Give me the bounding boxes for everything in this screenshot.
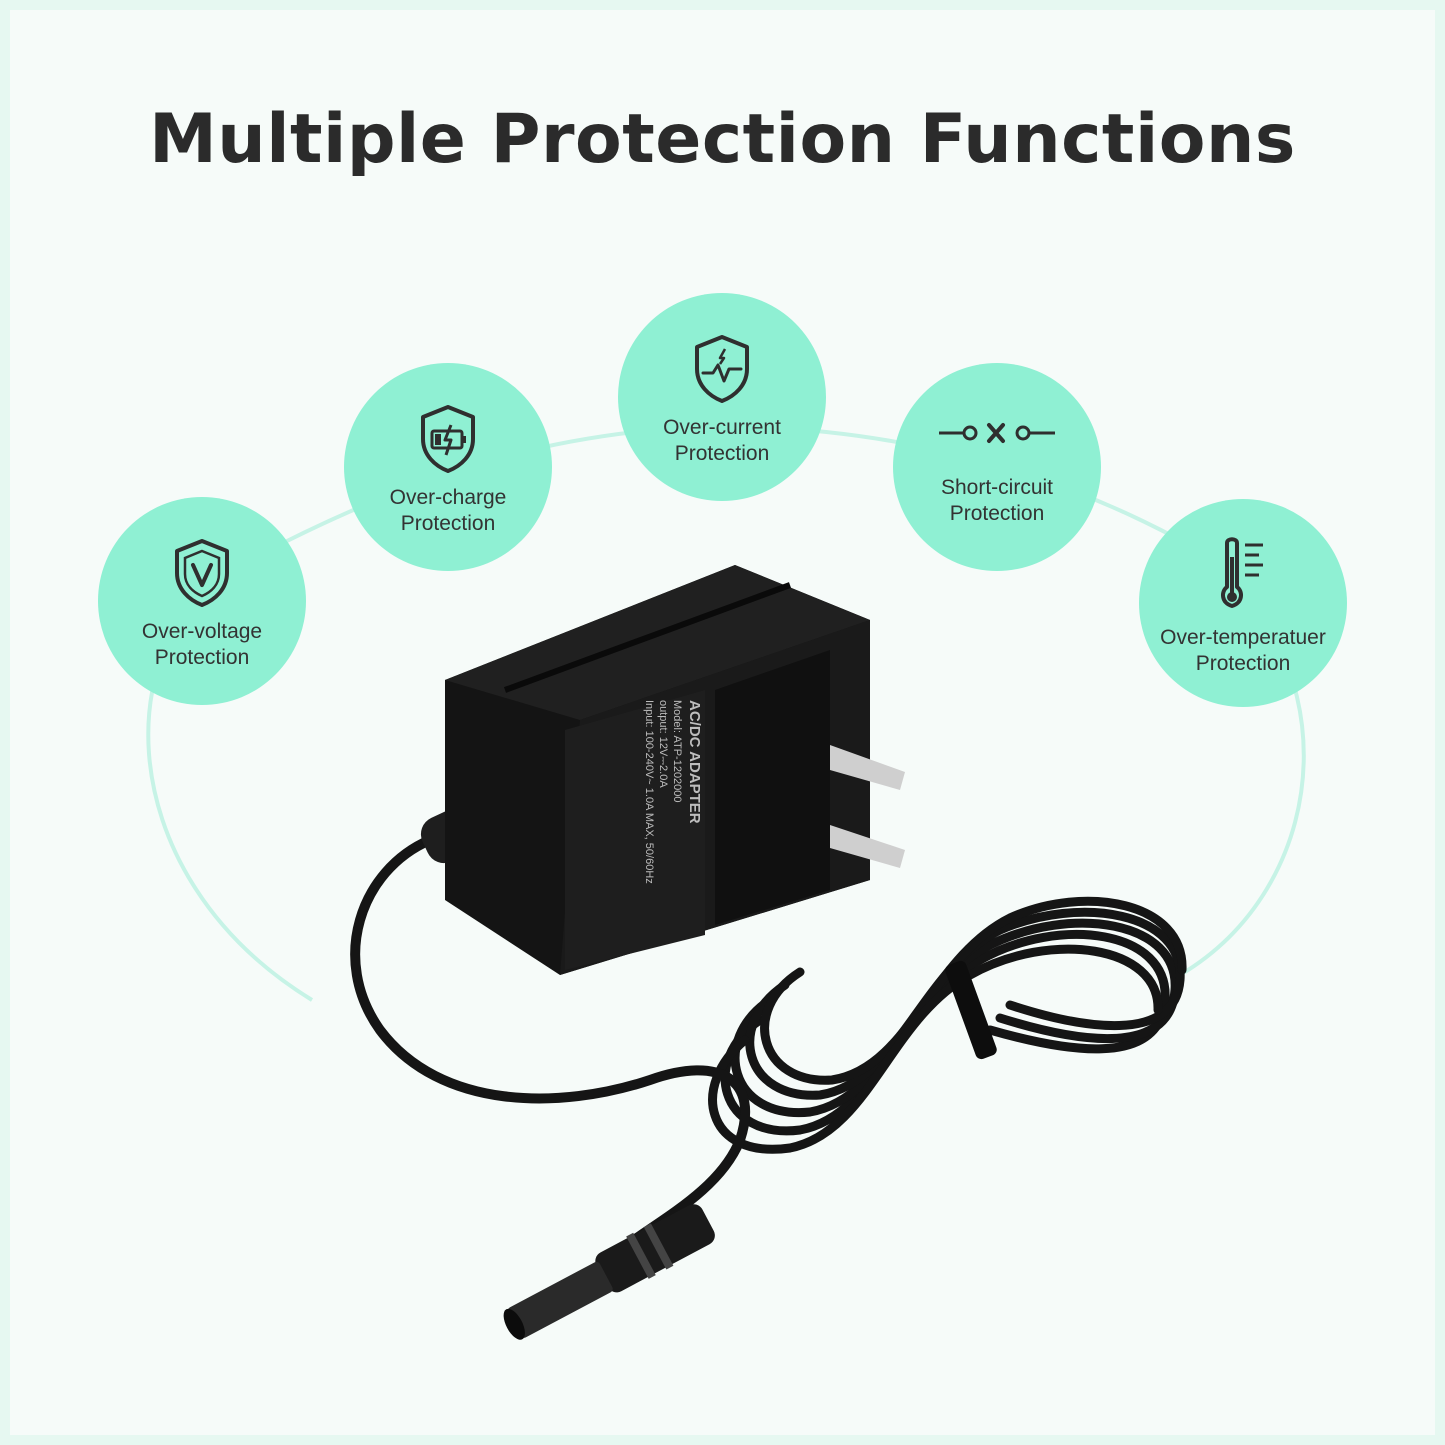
feature-label: Protection [674, 442, 770, 465]
feature-over-voltage: Over-voltage Protection [98, 497, 306, 705]
feature-label: Protection [154, 646, 250, 669]
feature-label: Protection [949, 502, 1045, 525]
feature-label: Over-temperatuer [1160, 626, 1326, 649]
label-line: Model: ATP-1202000 [671, 700, 683, 803]
page-title: Multiple Protection Functions [149, 100, 1296, 179]
label-line: AC/DC ADAPTER [686, 700, 703, 824]
feature-label: Over-charge [389, 486, 507, 509]
cable-tie [945, 960, 997, 1060]
feature-label: Protection [400, 512, 496, 535]
feature-label: Over-current [663, 416, 781, 439]
adapter-label: AC/DC ADAPTER Model: ATP-1202000 output:… [643, 700, 703, 884]
short-circuit-icon [939, 423, 1055, 443]
dc-barrel-plug [503, 1204, 715, 1340]
feature-label: Protection [1195, 652, 1291, 675]
label-line: Input: 100-240V~ 1.0A MAX, 50/60Hz [643, 700, 655, 884]
feature-short-circuit: Short-circuit Protection [893, 363, 1101, 571]
adapter-cable [350, 835, 750, 1255]
feature-over-current: Over-current Protection [618, 293, 826, 501]
shield-pulse-icon [695, 335, 749, 403]
coiled-cable [708, 896, 1187, 1154]
thermometer-icon [1221, 537, 1263, 608]
label-line: output: 12V⎓2.0A [657, 700, 669, 788]
shield-v-icon [175, 539, 229, 607]
adapter-body [445, 565, 905, 975]
feature-label: Over-voltage [141, 620, 263, 643]
feature-over-temperature: Over-temperatuer Protection [1139, 499, 1347, 707]
feature-label: Short-circuit [940, 476, 1054, 499]
shield-battery-icon [421, 405, 475, 473]
feature-over-charge: Over-charge Protection [344, 363, 552, 571]
